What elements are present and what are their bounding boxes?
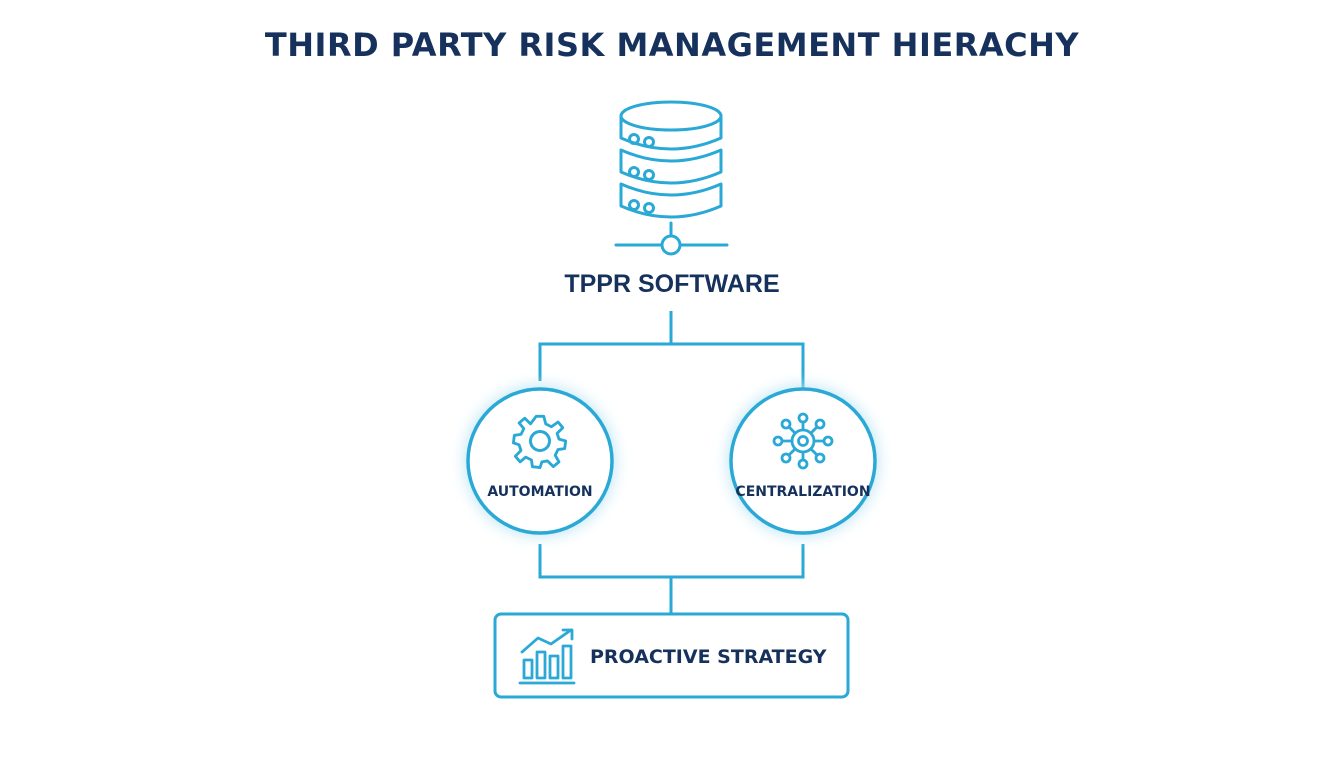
centralization-label: CENTRALIZATION	[735, 484, 871, 500]
diagram-title: THIRD PARTY RISK MANAGEMENT HIERACHY	[264, 26, 1080, 64]
network-hub-icon	[772, 412, 834, 470]
database-server-icon	[614, 100, 729, 256]
centralization-node	[727, 385, 879, 537]
gear-icon	[511, 414, 568, 470]
proactive-strategy-label: PROACTIVE STRATEGY	[590, 646, 827, 668]
automation-node	[464, 385, 616, 537]
growth-chart-icon	[518, 628, 576, 685]
tppr-software-label: TPPR SOFTWARE	[564, 270, 780, 298]
strategy-node	[493, 612, 850, 699]
automation-label: AUTOMATION	[487, 484, 593, 500]
connector-lines	[538, 311, 805, 614]
